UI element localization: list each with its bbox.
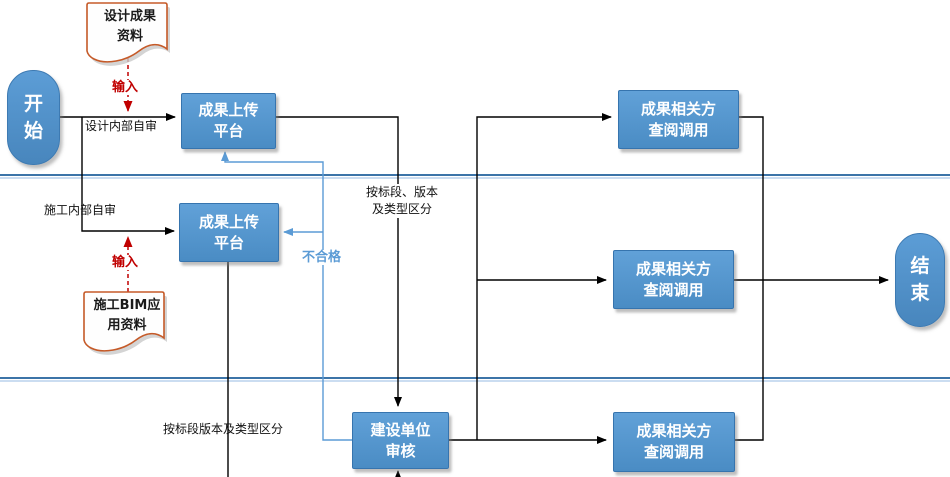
start-node: 开 始 <box>7 70 60 165</box>
connector-start-to-construction-upload <box>81 117 175 235</box>
process-stakeholder-access-top: 成果相关方 查阅调用 <box>618 90 739 149</box>
connector-design-upload-to-owner-review <box>274 116 402 407</box>
edge-label-design-internal-review: 设计内部自审 <box>85 119 158 133</box>
edge-label-input-construction: 输入 <box>110 255 141 270</box>
edge-label-split-by-section: 按标段、版本 及类型区分 <box>358 184 446 218</box>
connector-rejected-to-design-upload <box>221 151 352 441</box>
edge-label-rejected: 不合格 <box>300 250 344 265</box>
process-stakeholder-access-bottom: 成果相关方 查阅调用 <box>613 412 735 472</box>
process-upload-platform-design: 成果上传 平台 <box>181 93 276 149</box>
document-design-results: 设计成果 资料 <box>84 1 176 75</box>
process-owner-review: 建设单位 审核 <box>352 412 449 469</box>
connector-access-top-merge <box>737 116 764 280</box>
connector-owner-review-to-access-top <box>476 113 612 440</box>
process-stakeholder-access-middle: 成果相关方 查阅调用 <box>613 250 734 309</box>
edge-label-input-design: 输入 <box>110 80 141 95</box>
lane-divider-2 <box>0 377 950 379</box>
document-construction-bim-label: 施工BIM应 用资料 <box>93 298 161 333</box>
connector-access-bottom-merge <box>733 280 764 441</box>
end-node: 结 束 <box>895 233 945 327</box>
document-design-results-label: 设计成果 资料 <box>103 9 156 44</box>
document-shape-icon <box>83 291 167 355</box>
document-shape-icon <box>86 2 170 66</box>
edge-label-construction-internal-review: 施工内部自审 <box>44 203 117 217</box>
edge-label-split-by-section-bottom: 按标段版本及类型区分 <box>163 422 284 436</box>
lane-divider-1 <box>0 174 950 176</box>
document-construction-bim: 施工BIM应 用资料 <box>81 290 173 364</box>
process-upload-platform-construction: 成果上传 平台 <box>179 203 279 262</box>
